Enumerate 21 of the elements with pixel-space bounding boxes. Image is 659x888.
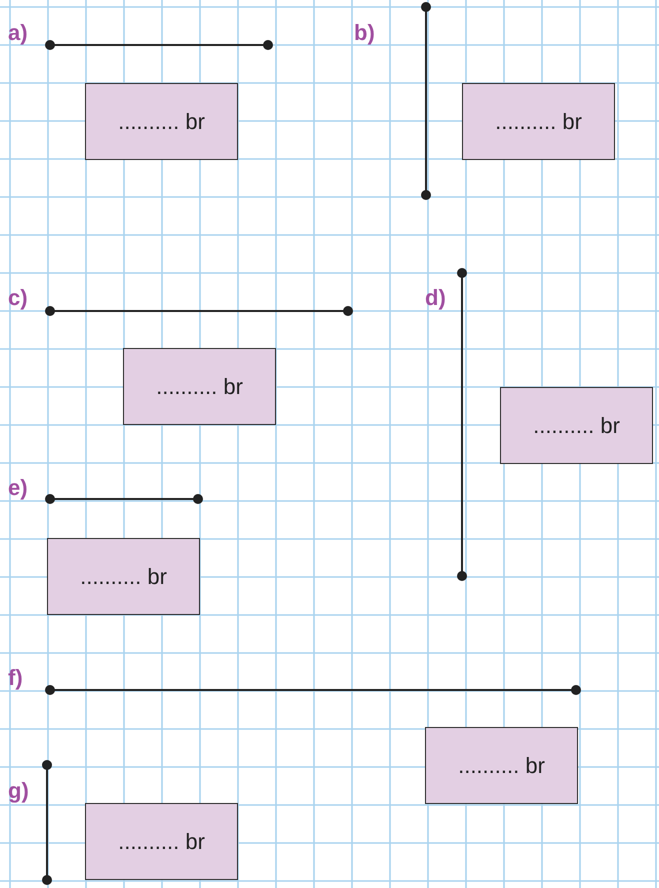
answer-text: .......... br xyxy=(118,108,205,134)
answer-text: .......... br xyxy=(80,564,167,590)
answer-text: .......... br xyxy=(156,374,243,400)
exercise-letter: d) xyxy=(425,285,446,311)
answer-box xyxy=(500,387,653,464)
exercise-letter: f) xyxy=(8,665,23,691)
exercise-letter: g) xyxy=(8,778,29,804)
answer-box xyxy=(425,727,578,804)
answer-text: .......... br xyxy=(495,108,582,134)
exercise-letter: e) xyxy=(8,475,28,501)
answer-box xyxy=(123,348,276,425)
answer-text: .......... br xyxy=(533,412,620,438)
answer-box xyxy=(85,803,238,880)
exercise-letter: a) xyxy=(8,20,28,46)
answer-text: .......... br xyxy=(458,752,545,778)
exercise-letter: b) xyxy=(354,20,375,46)
exercise-letter: c) xyxy=(8,285,28,311)
answer-box xyxy=(47,538,200,615)
answer-box xyxy=(462,83,615,160)
answer-box xyxy=(85,83,238,160)
answer-text: .......... br xyxy=(118,828,205,854)
